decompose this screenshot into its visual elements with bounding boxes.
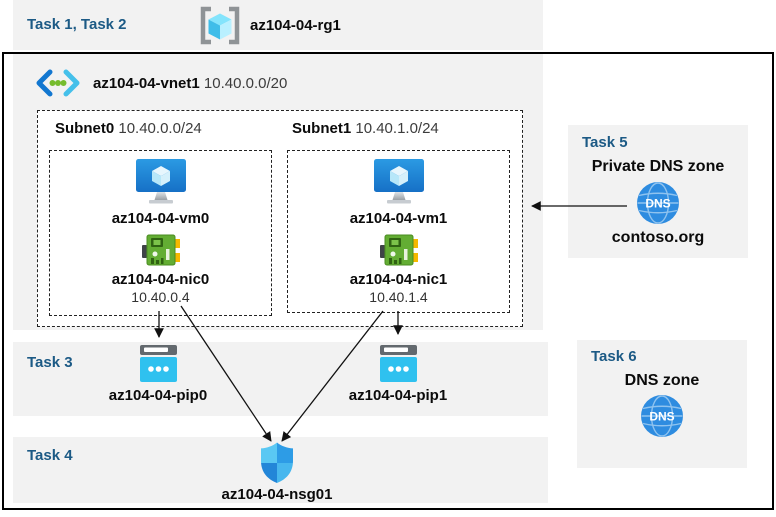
resource-group-icon (200, 6, 240, 45)
private-dns-zone-name: contoso.org (611, 229, 705, 246)
subnet0-name: Subnet0 (55, 120, 115, 137)
task6-label: Task 6 (591, 348, 637, 365)
task5-label: Task 5 (582, 134, 628, 151)
task1-2-band: Task 1, Task 2 (13, 0, 543, 50)
nsg-name: az104-04-nsg01 (221, 486, 333, 503)
network-interface-icon (141, 234, 180, 266)
address-space-box (37, 110, 523, 327)
virtual-network-icon (36, 69, 80, 97)
subnet0-label: Subnet0 10.40.0.0/24 (55, 120, 202, 137)
pip0-name: az104-04-pip0 (108, 387, 208, 404)
pip1-name: az104-04-pip1 (348, 387, 448, 404)
network-security-group-icon (261, 442, 293, 483)
subnet0-box (49, 150, 272, 316)
task3-band: Task 3 (13, 342, 548, 416)
task1-2-label: Task 1, Task 2 (27, 16, 127, 33)
public-ip-icon (139, 345, 177, 382)
private-dns-zone-title: Private DNS zone (591, 158, 725, 175)
virtual-machine-icon (373, 159, 424, 204)
subnet1-name: Subnet1 (292, 120, 352, 137)
pip1-group: az104-04-pip1 (338, 345, 458, 404)
nsg-group: az104-04-nsg01 (217, 442, 337, 503)
resource-group-name: az104-04-rg1 (250, 17, 341, 34)
dns-icon-text: DNS (645, 197, 670, 211)
dns-icon: DNS (641, 395, 683, 437)
vm1-name: az104-04-vm1 (349, 210, 448, 227)
public-ip-icon (379, 345, 417, 382)
pip0-group: az104-04-pip0 (98, 345, 218, 404)
network-interface-icon (379, 234, 418, 266)
nic1-name: az104-04-nic1 (349, 271, 448, 288)
subnet1-content: az104-04-vm1 az104-04-nic1 10.40.1.4 (287, 150, 510, 305)
vnet-name: az104-04-vnet1 (93, 74, 200, 92)
dns-icon: DNS (637, 182, 679, 224)
dns-icon-text: DNS (649, 410, 674, 424)
nic0-ip: 10.40.0.4 (131, 289, 190, 305)
vnet-cidr: 10.40.0.0/20 (203, 74, 288, 92)
task5-box: Task 5 Private DNS zone DNS contoso.org (568, 125, 748, 258)
task4-label: Task 4 (27, 447, 73, 464)
task6-box: Task 6 DNS zone DNS (577, 340, 747, 468)
vnet-header: az104-04-vnet1 10.40.0.0/20 (35, 69, 287, 97)
vm0-name: az104-04-vm0 (111, 210, 210, 227)
subnet0-cidr: 10.40.0.0/24 (118, 120, 202, 137)
dns-zone-title: DNS zone (624, 372, 700, 389)
subnet1-cidr: 10.40.1.0/24 (355, 120, 439, 137)
virtual-machine-icon (135, 159, 186, 204)
nic0-name: az104-04-nic0 (111, 271, 210, 288)
subnet1-label: Subnet1 10.40.1.0/24 (292, 120, 439, 137)
task3-label: Task 3 (27, 354, 73, 371)
subnet0-content: az104-04-vm0 az104-04-nic0 10.40.0.4 (49, 150, 272, 305)
nic1-ip: 10.40.1.4 (369, 289, 428, 305)
